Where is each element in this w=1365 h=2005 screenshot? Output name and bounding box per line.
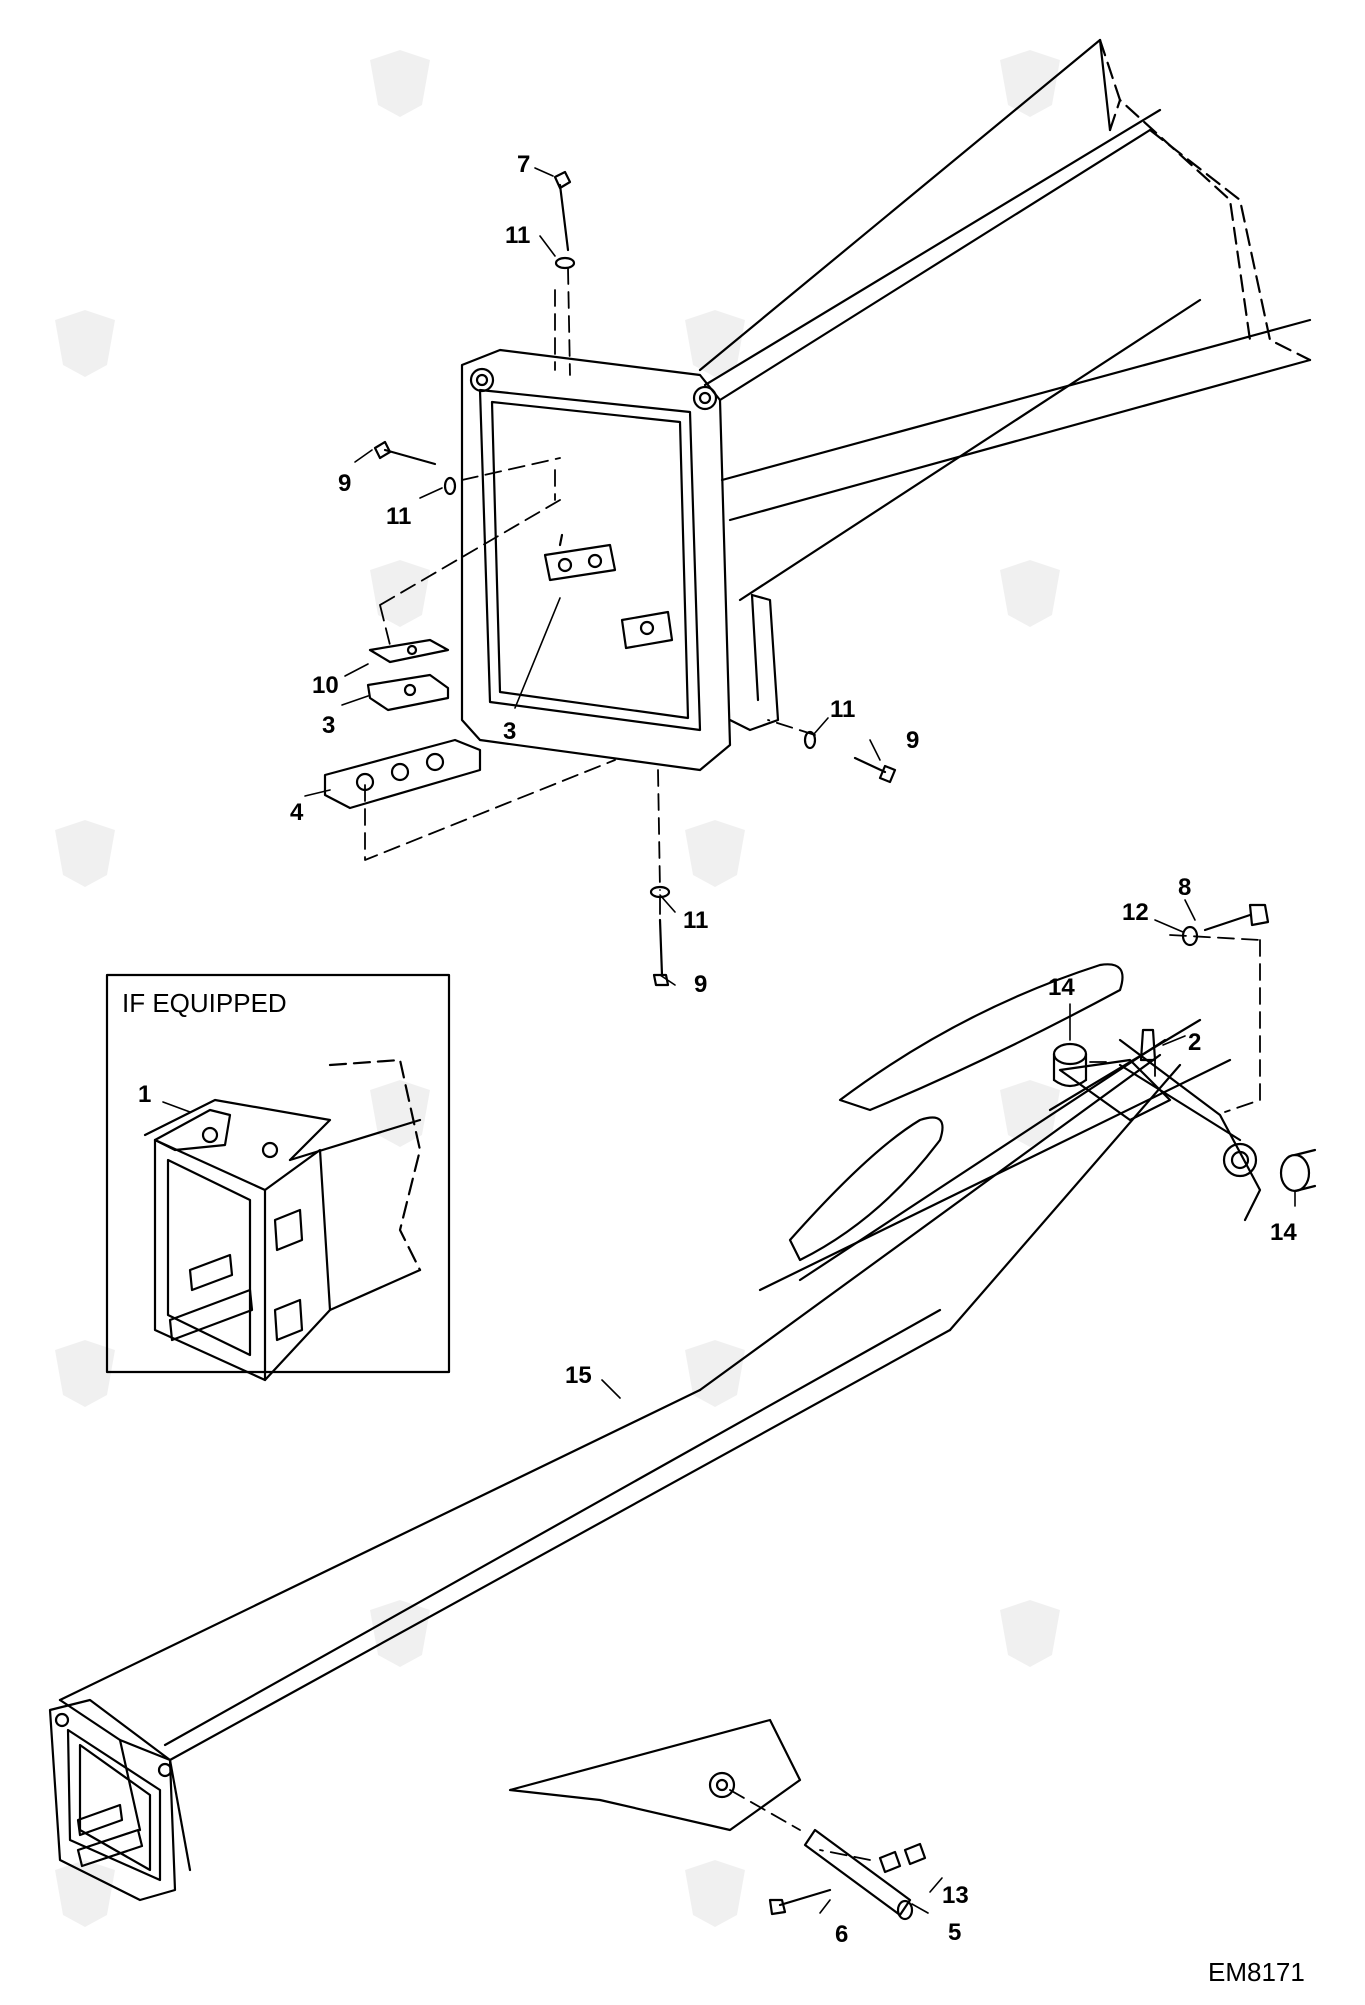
callout-9: 9 xyxy=(338,470,351,497)
callout-9: 9 xyxy=(694,971,707,998)
inset-panel xyxy=(105,973,451,1382)
callout-14: 14 xyxy=(1270,1219,1297,1246)
watermark-layer xyxy=(55,50,1060,1927)
callout-15: 15 xyxy=(565,1362,592,1389)
lower-boom xyxy=(58,963,1262,1872)
lower-boom-end-flange xyxy=(48,1698,177,1902)
callout-labels: 7 11 9 11 10 3 3 4 11 9 11 9 8 12 14 2 1… xyxy=(138,151,1297,1948)
callout-3: 3 xyxy=(322,712,335,739)
callout-10: 10 xyxy=(312,672,339,699)
callout-8: 8 xyxy=(1178,874,1191,901)
callout-11: 11 xyxy=(830,696,855,723)
callout-2: 2 xyxy=(1188,1029,1201,1056)
callout-4: 4 xyxy=(290,799,304,826)
callout-12: 12 xyxy=(1122,899,1149,926)
wear-pads-installed xyxy=(543,533,674,650)
assembly-leader-lines xyxy=(364,267,1261,1861)
callout-11: 11 xyxy=(683,907,708,934)
pivot-bushings xyxy=(1052,1042,1317,1193)
callout-1: 1 xyxy=(138,1081,151,1108)
upper-boom-section xyxy=(698,38,1312,602)
mounting-flange xyxy=(460,348,732,772)
callout-9: 9 xyxy=(906,727,919,754)
callout-13: 13 xyxy=(942,1882,969,1909)
callout-11: 11 xyxy=(386,503,411,530)
swing-pin-assembly xyxy=(768,1828,927,1921)
document-id: EM8171 xyxy=(1208,1957,1305,1987)
callout-6: 6 xyxy=(835,1921,848,1948)
side-bracket xyxy=(728,593,780,732)
bobcat-logo-watermark xyxy=(55,50,1060,1927)
inset-title: IF EQUIPPED xyxy=(122,988,287,1018)
callout-7: 7 xyxy=(517,151,530,178)
pivot-fasteners xyxy=(1139,903,1270,1062)
callout-11: 11 xyxy=(505,222,530,249)
callout-3: 3 xyxy=(503,718,516,745)
wear-pad-stack-exploded xyxy=(323,638,482,810)
callout-leaders xyxy=(162,167,1296,1914)
callout-14: 14 xyxy=(1048,974,1075,1001)
callout-5: 5 xyxy=(948,1919,961,1946)
upper-fasteners xyxy=(373,170,897,987)
